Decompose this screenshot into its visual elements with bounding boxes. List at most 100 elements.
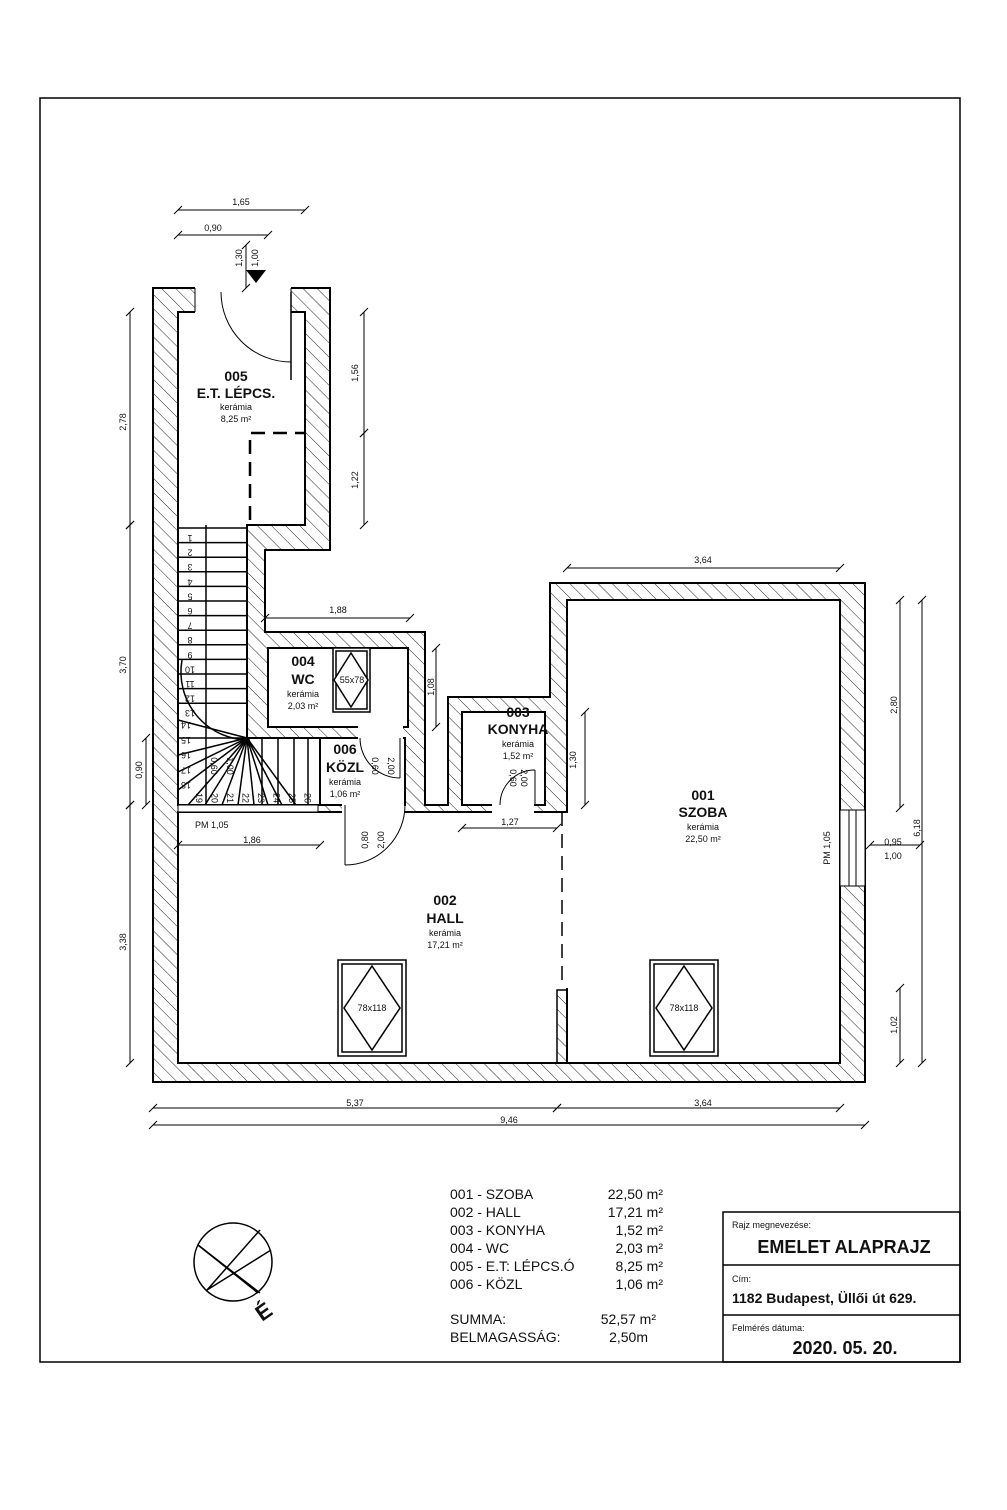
dimension-tick [431, 643, 441, 653]
dimension-tick [125, 1058, 135, 1068]
dim-label: PM 1,05 [195, 820, 229, 830]
room-floor: kerámia [687, 822, 719, 832]
dim-label: 3,64 [694, 555, 712, 565]
dimension-tick [300, 205, 310, 215]
room-number: 006 [333, 741, 357, 757]
dim-label: 2,00 [376, 831, 386, 849]
skylight-szoba-label: 78x118 [670, 1003, 699, 1013]
legend-area: 1,06 m² [616, 1276, 664, 1292]
dim-label: 1,27 [501, 817, 519, 827]
dim-label: 1,88 [329, 605, 347, 615]
dim-label: 1,86 [243, 835, 261, 845]
dimension-tick [173, 230, 183, 240]
stair-step-number: 15 [181, 735, 191, 745]
room-floor: kerámia [502, 739, 534, 749]
dim-label: 0,80 [360, 831, 370, 849]
dimension-tick [263, 230, 273, 240]
dim-label: 6,18 [912, 819, 922, 837]
dimension-tick [141, 800, 151, 810]
dimension-tick [173, 205, 183, 215]
stair-step-number: 12 [185, 694, 195, 704]
dimension-tick [865, 840, 875, 850]
stair-winder [177, 737, 248, 773]
stair-winder [177, 737, 248, 791]
drawing-name-label: Rajz megnevezése: [732, 1220, 811, 1230]
legend-label: 002 - HALL [450, 1204, 521, 1220]
room-number: 002 [433, 892, 457, 908]
dim-label: 1,00 [884, 851, 902, 861]
dim-label: 2,78 [118, 413, 128, 431]
stair-step-number: 11 [185, 679, 194, 689]
stair-step-number: 4 [187, 577, 192, 587]
address: 1182 Budapest, Üllői út 629. [732, 1290, 916, 1306]
dimension-tick [359, 428, 369, 438]
dim-label: 1,30 [568, 751, 578, 769]
skylight-wc-label: 55x78 [340, 675, 365, 685]
address-label: Cím: [732, 1274, 751, 1284]
dim-label: 5,37 [346, 1098, 364, 1108]
stair-step-number: 26 [303, 793, 313, 803]
room-area: 1,06 m² [330, 789, 361, 799]
dim-label: 0,95 [884, 837, 902, 847]
stair-step-number: 9 [187, 650, 192, 660]
dim-label: 1,02 [889, 1016, 899, 1034]
stair-step-number: 17 [181, 765, 191, 775]
stair-winder [246, 737, 269, 806]
stair-step-number: 23 [256, 793, 266, 803]
dimension-tick [860, 1120, 870, 1130]
dim-label: 0,60 [209, 757, 219, 775]
date-label: Felmérés dátuma: [732, 1323, 805, 1333]
dimension-tick [552, 823, 562, 833]
dimension-tick [895, 803, 905, 813]
entry-arrow-icon [246, 270, 266, 283]
legend-label: 003 - KONYHA [450, 1222, 546, 1238]
room-name: HALL [426, 910, 464, 926]
north-arrow-icon [193, 1222, 273, 1302]
sum-label: SUMMA: [450, 1311, 506, 1327]
stair-winder [187, 737, 248, 806]
dimension-tick [580, 800, 590, 810]
room-number: 005 [224, 368, 248, 384]
stair-step-number: 14 [181, 720, 191, 730]
stair-winder [246, 737, 255, 806]
dimension-tick [431, 722, 441, 732]
dim-label: 0,90 [204, 223, 222, 233]
stair-step-number: 22 [241, 793, 251, 803]
skylight-hall-label: 78x118 [358, 1003, 387, 1013]
height-value: 2,50m [609, 1329, 648, 1345]
dim-label: 0,60 [508, 769, 518, 787]
dimension-tick [125, 307, 135, 317]
stair-winder [246, 737, 283, 806]
stair-winder [204, 737, 248, 806]
dimension-tick [148, 1120, 158, 1130]
dimension-tick [148, 1103, 158, 1113]
legend-label: 005 - E.T: LÉPCS.Ó [450, 1258, 575, 1274]
room-number: 003 [506, 704, 530, 720]
legend-label: 004 - WC [450, 1240, 509, 1256]
room-name: KÖZL [326, 759, 365, 775]
dim-label: 0,90 [134, 761, 144, 779]
room-name: KONYHA [488, 721, 549, 737]
stair-step-number: 13 [185, 708, 195, 718]
stair-step-number: 10 [185, 664, 195, 674]
dim-label: 9,46 [500, 1115, 518, 1125]
skylight-wc [332, 647, 371, 713]
landing-boundary-dashed [248, 431, 305, 520]
page-border [39, 97, 961, 1363]
dimension-tick [457, 823, 467, 833]
legend-area: 17,21 m² [608, 1204, 664, 1220]
dimension-tick [915, 840, 925, 850]
legend-area: 2,03 m² [616, 1240, 664, 1256]
dimension-tick [173, 840, 183, 850]
room-area: 8,25 m² [221, 414, 252, 424]
legend-area: 8,25 m² [616, 1258, 664, 1274]
dimension-tick [562, 563, 572, 573]
staircase [177, 525, 309, 806]
stair-step-number: 20 [210, 793, 220, 803]
dimension-tick [917, 1058, 927, 1068]
stair-step-number: 24 [272, 793, 282, 803]
stair-step-number: 6 [187, 606, 192, 616]
